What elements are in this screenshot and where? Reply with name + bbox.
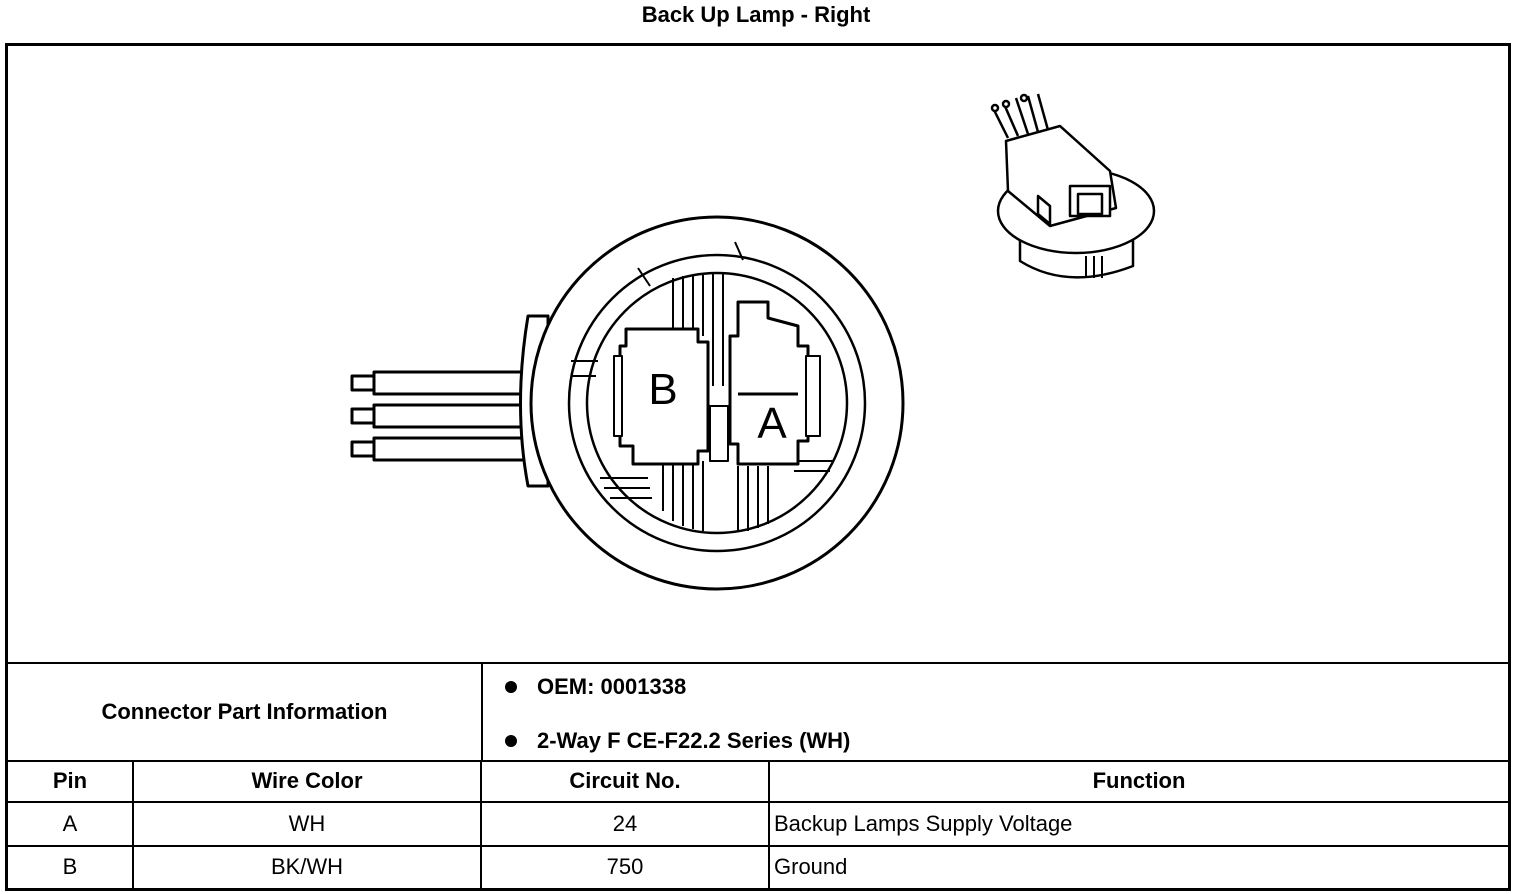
cell-function: Backup Lamps Supply Voltage (768, 801, 1508, 847)
connector-inner-ring (585, 271, 849, 535)
connector-outer-ring (529, 215, 905, 591)
cell-pin: B (8, 844, 134, 888)
cell-wire-color: WH (132, 801, 482, 847)
bullet-icon (505, 735, 517, 747)
cell-circuit-no: 24 (480, 801, 770, 847)
info-item-oem: OEM: 0001338 (505, 674, 686, 700)
connector-ribs (600, 274, 834, 532)
header-pin: Pin (8, 760, 134, 804)
header-function: Function (768, 760, 1508, 804)
table-row: A WH 24 Backup Lamps Supply Voltage (8, 801, 1508, 847)
table-row: B BK/WH 750 Ground (8, 844, 1508, 888)
cell-circuit-no: 750 (480, 844, 770, 888)
header-circuit-no: Circuit No. (480, 760, 770, 804)
connector-illustration: B A (8, 46, 1508, 662)
wire-leads (350, 370, 536, 462)
connector-info-label: Connector Part Information (8, 664, 483, 760)
connector-frame: B A (5, 43, 1511, 891)
connector-middle-ring (567, 253, 867, 553)
pin-table-header: Pin Wire Color Circuit No. Function (8, 760, 1508, 804)
cavity-b (618, 327, 710, 466)
bullet-icon (505, 681, 517, 693)
page-title: Back Up Lamp - Right (641, 2, 871, 27)
connector-part-info: Connector Part Information OEM: 0001338 … (8, 662, 1508, 762)
info-item-series: 2-Way F CE-F22.2 Series (WH) (505, 728, 850, 754)
cell-wire-color: BK/WH (132, 844, 482, 888)
pin-label-b: B (648, 365, 677, 414)
pin-table: Pin Wire Color Circuit No. Function A WH… (8, 760, 1508, 888)
pin-label-a: A (757, 399, 787, 448)
connector-info-list: OEM: 0001338 2-Way F CE-F22.2 Series (WH… (483, 664, 1508, 760)
connector-drawing: B A (350, 93, 1156, 591)
connector-isometric-view (990, 93, 1156, 279)
cell-function: Ground (768, 844, 1508, 888)
cell-pin: A (8, 801, 134, 847)
cavity-a (728, 300, 810, 466)
header-wire-color: Wire Color (132, 760, 482, 804)
